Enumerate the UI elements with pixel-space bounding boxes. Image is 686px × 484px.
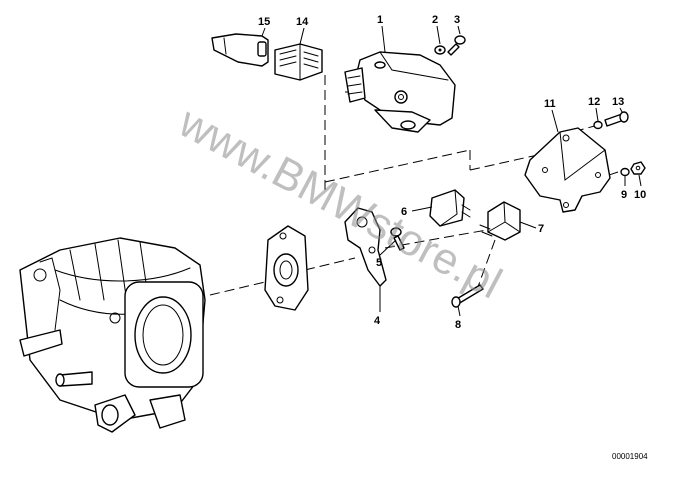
callout-3: 3 (454, 14, 460, 26)
part-10-nut (630, 161, 646, 175)
reference-number: 00001904 (612, 452, 648, 461)
callout-15: 15 (258, 16, 270, 28)
leader-lines (261, 25, 642, 317)
assembly-lines (209, 75, 619, 296)
part-9-washer (620, 167, 630, 177)
part-14-connector-housing (274, 43, 323, 81)
callout-12: 12 (588, 96, 600, 108)
callout-labels: 1 2 3 4 5 6 7 8 9 10 11 12 13 14 15 (258, 14, 646, 331)
part-2-washer (434, 45, 446, 55)
callout-8: 8 (455, 319, 461, 331)
callout-10: 10 (634, 189, 646, 201)
part-12-washer (593, 120, 603, 130)
part-15-connector-plug (211, 33, 269, 67)
part-6-microswitch (429, 189, 471, 227)
throttle-body (19, 237, 206, 433)
callout-7: 7 (538, 223, 544, 235)
part-8-screw (451, 284, 484, 308)
part-1-throttle-switch (344, 51, 456, 133)
part-3-screw (447, 35, 466, 56)
callout-11: 11 (544, 98, 556, 110)
callout-14: 14 (296, 16, 309, 28)
callout-13: 13 (612, 96, 624, 108)
callout-5: 5 (376, 257, 382, 269)
callout-9: 9 (621, 189, 627, 201)
callout-4: 4 (374, 315, 381, 327)
part-4-throttle-lever (344, 207, 387, 287)
callout-6: 6 (401, 206, 407, 218)
part-5-screw (390, 227, 405, 251)
callout-2: 2 (432, 14, 438, 26)
part-7-microswitch (479, 201, 521, 241)
part-13-bolt (604, 111, 629, 127)
throttle-gasket-plate (264, 225, 309, 311)
callout-1: 1 (377, 14, 383, 26)
part-11-bracket (524, 127, 611, 213)
